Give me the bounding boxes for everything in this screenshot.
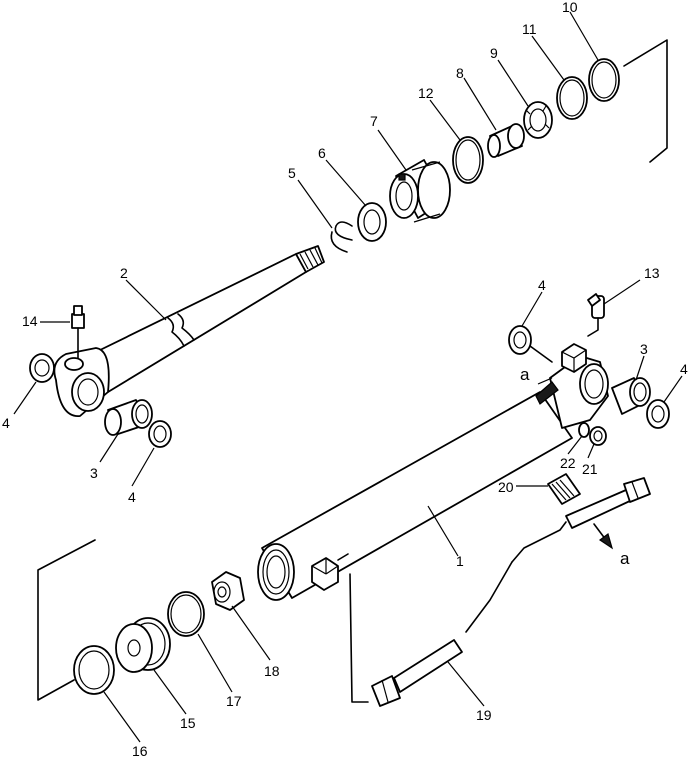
callout-1: 1 [456, 553, 464, 569]
nut-21 [589, 426, 607, 446]
detail-arrow-a [593, 523, 614, 550]
snap-ring-5 [330, 221, 353, 253]
dust-seal-4-right [646, 399, 670, 429]
washer-22 [578, 422, 590, 438]
bracket-top-right [623, 39, 668, 163]
callout-7: 7 [370, 113, 378, 129]
detail-ref-a-top: a [520, 365, 530, 384]
callout-8: 8 [456, 65, 464, 81]
grease-fitting-14 [71, 305, 85, 359]
callout-17: 17 [226, 693, 242, 709]
callout-5: 5 [288, 165, 296, 181]
bottom-eye [535, 343, 609, 429]
dust-seal-4-lower [148, 420, 172, 448]
callout-22: 22 [560, 455, 576, 471]
callout-11: 11 [522, 21, 537, 37]
bushing-3-right [611, 377, 651, 415]
bushing-8 [487, 123, 525, 158]
grease-fitting-13 [587, 293, 605, 337]
callout-2: 2 [120, 265, 128, 281]
callout-4-upper-right: 4 [538, 277, 546, 293]
dust-seal-4-upper-right [508, 325, 553, 363]
callout-4-far-right: 4 [680, 361, 688, 377]
tube-upper [511, 477, 651, 563]
callout-6: 6 [318, 145, 326, 161]
bracket-bottom-left [37, 539, 96, 701]
nut-18 [211, 571, 245, 611]
callout-12: 12 [418, 85, 434, 101]
dust-seal-4-left [29, 353, 55, 383]
callout-20: 20 [498, 479, 514, 495]
bushing-3-left [104, 399, 153, 436]
cylinder-tube [257, 391, 573, 601]
cylinder-head-7 [389, 159, 451, 223]
callout-13: 13 [644, 265, 660, 281]
set-screw-20 [547, 473, 581, 505]
callout-4-lower-left: 4 [128, 489, 136, 505]
callout-3-left: 3 [90, 465, 98, 481]
callout-4-far-left: 4 [2, 415, 10, 431]
rod-packing-9 [523, 101, 553, 139]
leader-lines [13, 11, 683, 743]
detail-ref-a-bottom: a [620, 549, 630, 568]
backup-ring-11 [556, 76, 588, 120]
ring-6 [357, 202, 387, 242]
callout-21: 21 [582, 461, 598, 477]
rod-eye [53, 347, 110, 417]
wear-ring-16 [73, 645, 115, 695]
pipe-bracket-line [349, 573, 369, 703]
callout-10: 10 [562, 0, 578, 15]
callout-15: 15 [180, 715, 196, 731]
callout-19: 19 [476, 707, 492, 723]
dust-seal-10 [588, 58, 620, 102]
callout-16: 16 [132, 743, 148, 759]
ring-17 [167, 591, 205, 637]
callout-14: 14 [22, 313, 38, 329]
pipe-19 [371, 561, 513, 707]
piston-15 [115, 617, 171, 673]
callout-3-right: 3 [640, 341, 648, 357]
callout-18: 18 [264, 663, 280, 679]
callout-9: 9 [490, 45, 498, 61]
o-ring-12 [452, 136, 484, 184]
piston-rod [95, 245, 325, 393]
